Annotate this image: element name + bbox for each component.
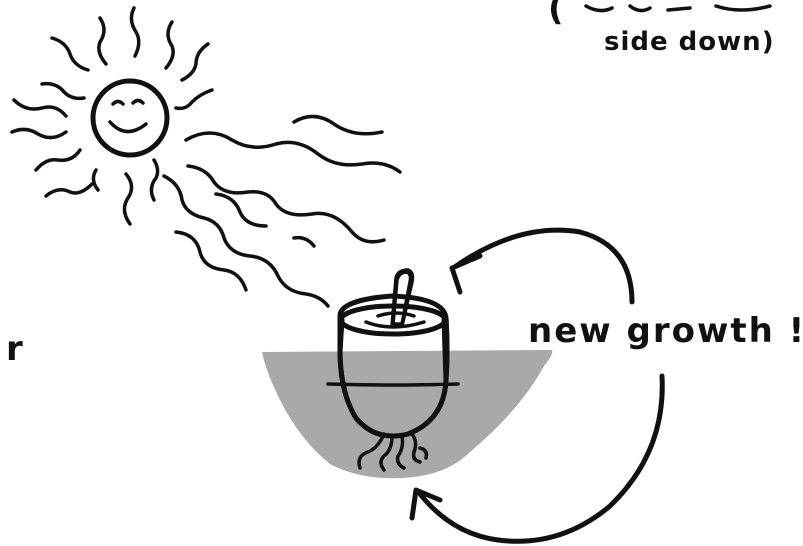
seed-left-side: [340, 320, 342, 352]
new-growth-label: new growth !: [528, 311, 803, 351]
smiling-sun-icon: [12, 8, 400, 306]
sun-left-eye: [113, 102, 123, 105]
top-note-paren: (: [548, 0, 564, 29]
top-note-side-down: side down): [604, 27, 775, 57]
sun-right-eye: [133, 101, 143, 104]
arrow-top-head: [452, 256, 480, 292]
sun-beams: [164, 116, 400, 306]
sun-rays: [12, 8, 212, 224]
seed-ring-2: [378, 313, 414, 316]
left-edge-letter: r: [6, 329, 23, 369]
sun-smile: [110, 122, 146, 132]
sun-face: [93, 81, 167, 155]
seed-right-side: [444, 320, 446, 380]
top-note-cropped-text: [586, 6, 770, 11]
water-line: [328, 384, 458, 385]
arrow-top: [456, 230, 632, 302]
top-note: ( side down): [548, 0, 775, 57]
